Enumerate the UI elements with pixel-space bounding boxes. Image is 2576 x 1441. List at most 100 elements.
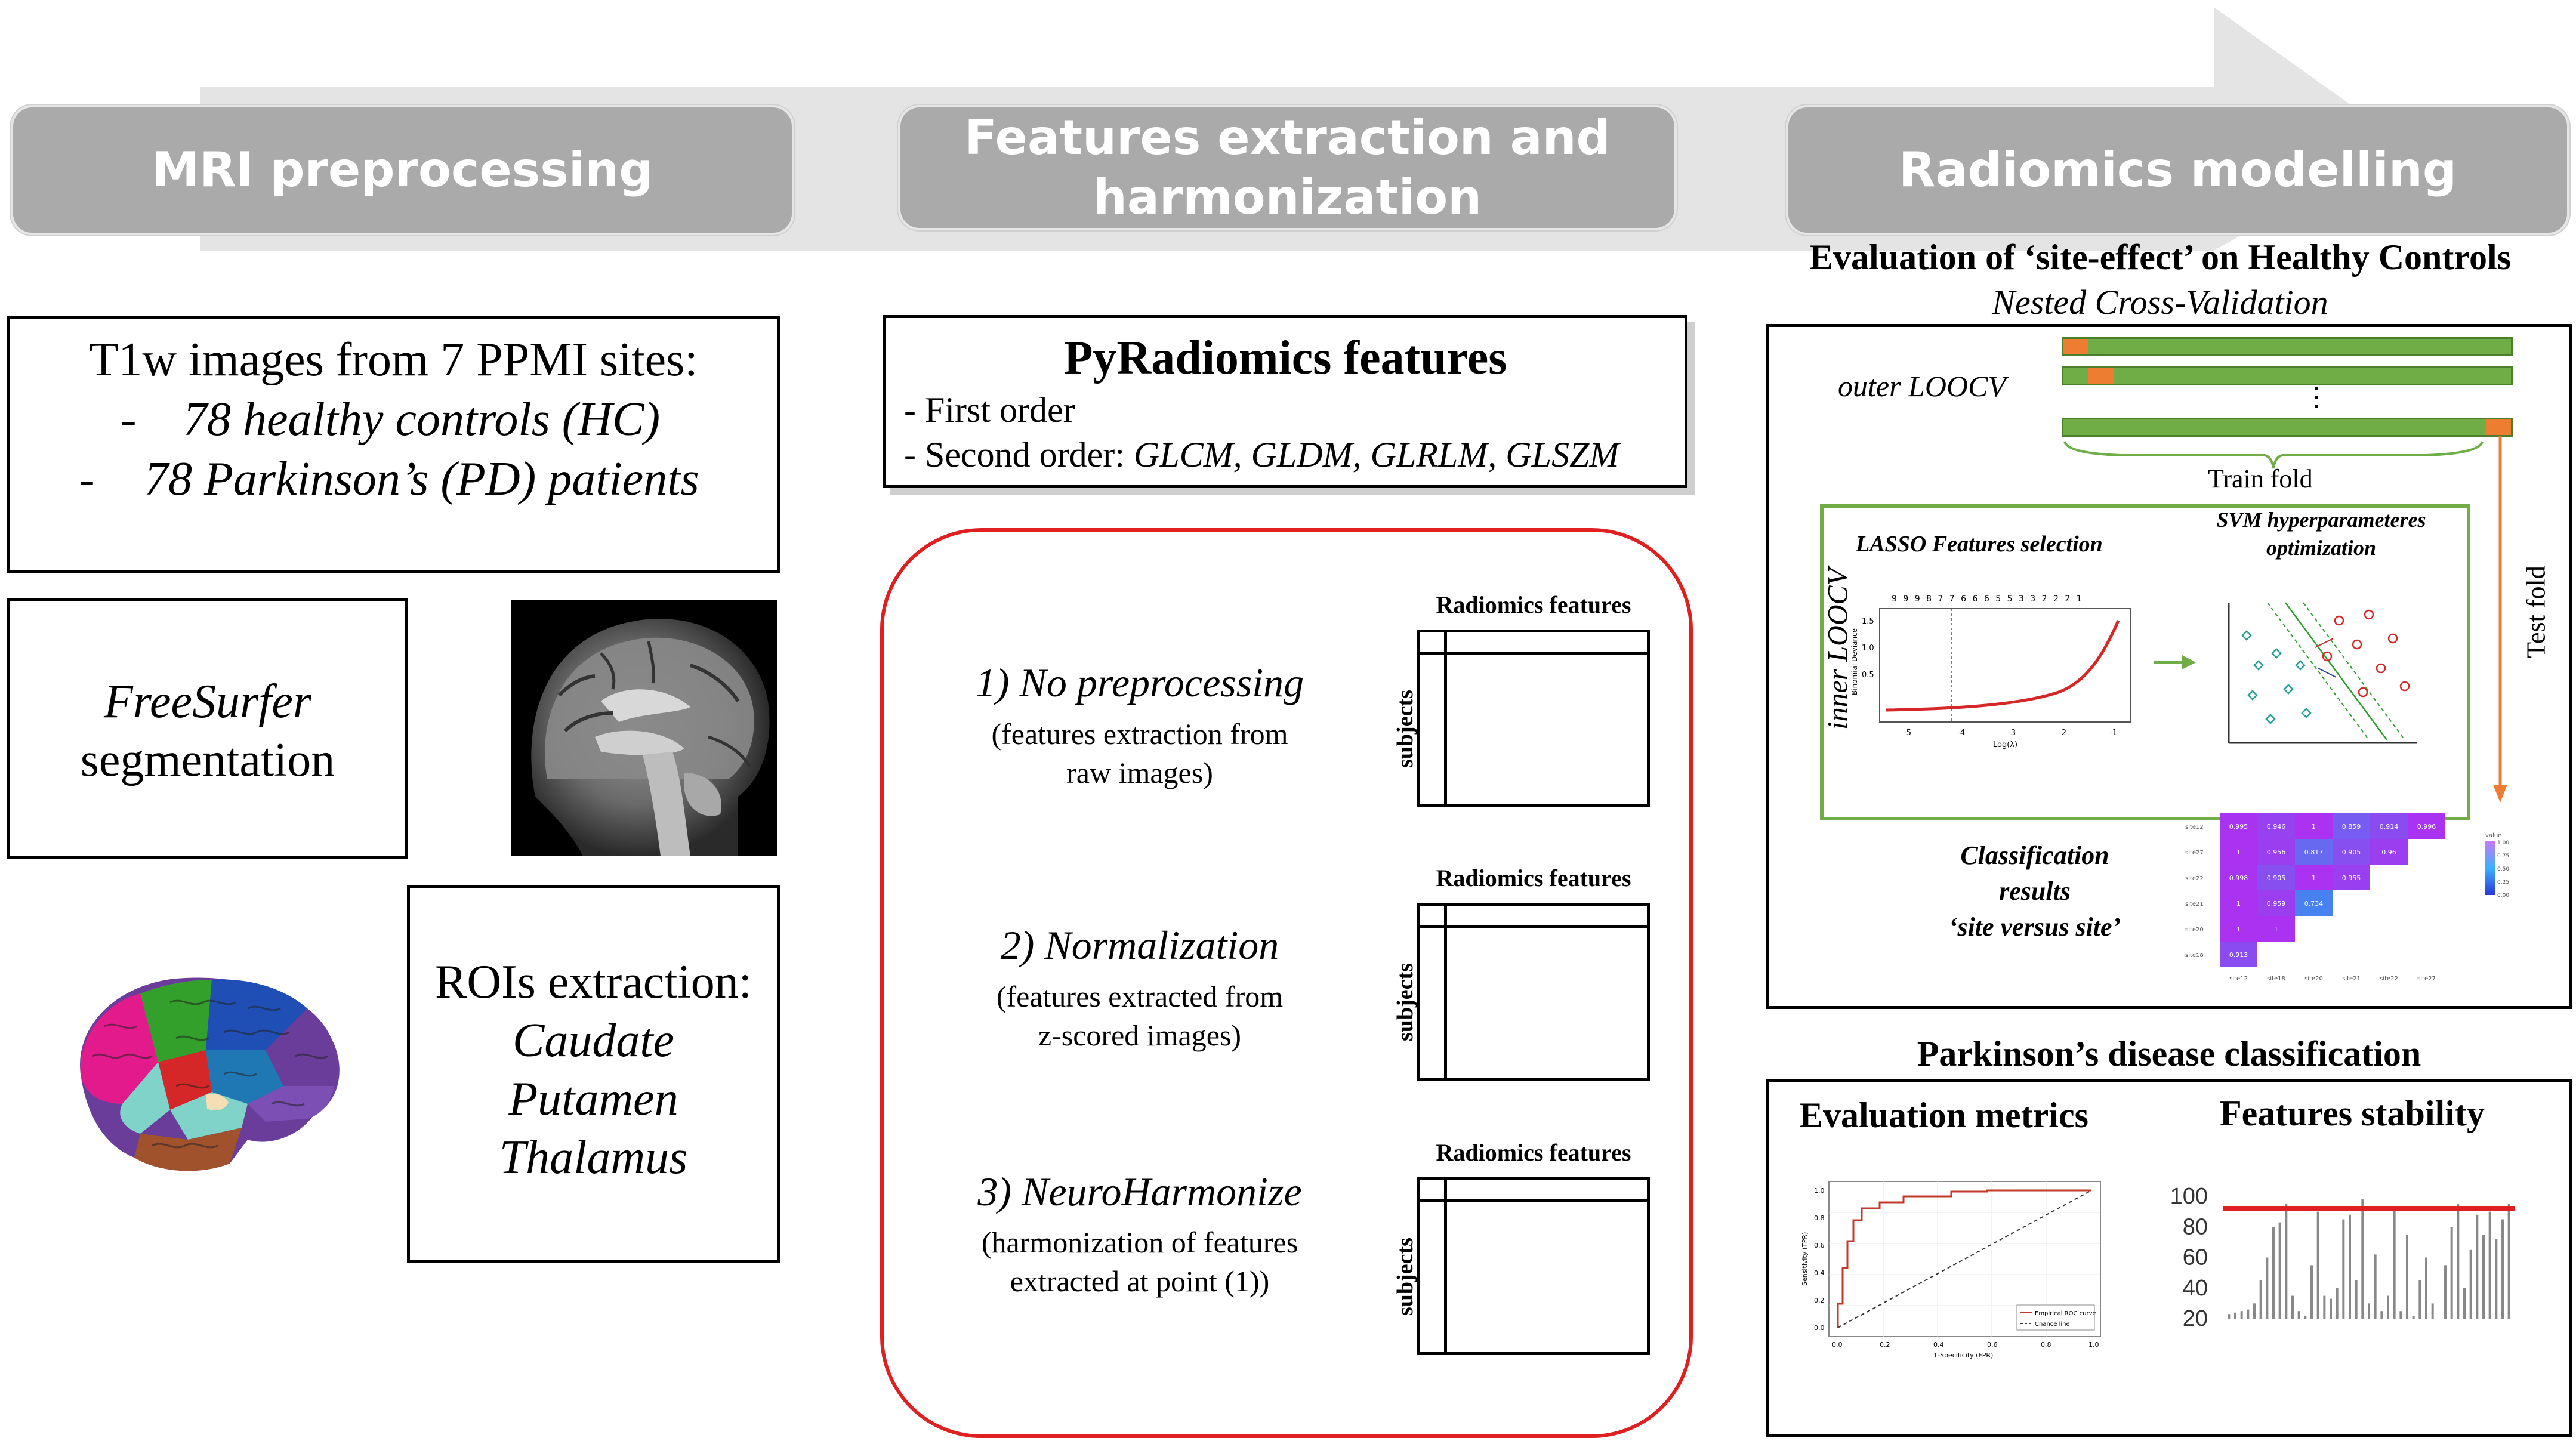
stability-ytick: 20 <box>2183 1306 2208 1331</box>
heatmap-cell <box>2257 865 2295 890</box>
heatmap-legend-tick: 0.50 <box>2497 866 2509 872</box>
pyradiomics-second-order: - Second order: GLCM, GLDM, GLRLM, GLSZM <box>904 434 1619 476</box>
heatmap-legend-tick: 0.00 <box>2497 893 2509 899</box>
heatmap-cell <box>2220 916 2257 942</box>
heatmap-row-label: site22 <box>2185 875 2204 882</box>
heatmap-row-label: site21 <box>2185 901 2204 908</box>
outer-loocv-label: outer LOOCV <box>1838 369 2006 403</box>
roi-extraction-box: ROIs extraction: Caudate Putamen Thalamu… <box>407 885 780 1263</box>
heatmap-cell <box>2295 890 2333 916</box>
heatmap-cell <box>2220 942 2257 967</box>
heatmap-cell-label: 1 <box>2236 900 2241 908</box>
outer-fold-bar-1 <box>2062 337 2513 356</box>
heatmap-cell-label: 1 <box>2312 823 2316 831</box>
outer-fold-bar-3 <box>2062 418 2513 437</box>
heatmap-cell <box>2370 813 2408 839</box>
outer-fold-bar-2 <box>2062 366 2513 385</box>
phase-radiomics-modelling: Radiomics modelling <box>1786 105 2569 235</box>
roi-caudate: Caudate <box>512 1014 675 1067</box>
lasso-xtick-1: -5 <box>1904 729 1911 738</box>
step-2-sub-line2: z-scored images) <box>1038 1019 1242 1052</box>
lasso-to-svm-arrow <box>2154 655 2196 669</box>
phase-mri-preprocessing: MRI preprocessing <box>11 105 794 235</box>
roc-xlabel: 1-Specificity (FPR) <box>1933 1351 1993 1359</box>
outer-fold-test-3 <box>2486 419 2511 435</box>
matrix-3 <box>1417 1177 1650 1355</box>
train-fold-brace <box>2063 441 2484 469</box>
matrix-3-subjects-label: subjects <box>1393 1238 1418 1316</box>
roc-ytick-6: 1.0 <box>1814 1187 1825 1195</box>
heatmap-cell <box>2333 865 2370 890</box>
roi-putamen: Putamen <box>508 1073 678 1125</box>
heatmap-cell-label: 1 <box>2236 848 2241 856</box>
heatmap-cell-label: 0.859 <box>2342 823 2361 831</box>
heatmap-col-label: site27 <box>2417 976 2436 982</box>
heatmap-cell <box>2220 813 2257 839</box>
lasso-ytick-1: 1.5 <box>1862 617 1874 626</box>
heatmap-cell-label: 1 <box>2312 874 2316 882</box>
test-fold-arrow <box>2493 436 2507 803</box>
t1w-bullet-1: - <box>121 393 137 446</box>
stability-ytick: 80 <box>2183 1214 2208 1239</box>
roc-xtick-6: 1.0 <box>2088 1341 2099 1349</box>
train-fold-label: Train fold <box>2208 464 2313 493</box>
roc-ytick-3: 0.4 <box>1814 1269 1825 1277</box>
matrix-1 <box>1417 630 1650 807</box>
heatmap-row-label: site27 <box>2185 850 2204 856</box>
heatmap-cell <box>2220 865 2257 890</box>
roc-xtick-1: 0.0 <box>1832 1341 1843 1349</box>
heatmap-cell <box>2295 865 2333 890</box>
lasso-xlabel: Log(λ) <box>1993 740 2017 749</box>
heatmap-cell-label: 0.96 <box>2381 848 2396 856</box>
heatmap-cell-label: 0.734 <box>2304 900 2324 908</box>
step-3-title: 3) NeuroHarmonize <box>977 1169 1302 1214</box>
heatmap-cell <box>2257 890 2295 916</box>
step-1-sub-line1: (features extraction from <box>991 717 1288 751</box>
segmentation-label: segmentation <box>80 734 335 786</box>
step-1-sub-line2: raw images) <box>1066 756 1213 789</box>
roc-plot: Sensitivity (TPR) 1-Specificity (FPR) 0.… <box>1801 1181 2101 1359</box>
freesurfer-label: FreeSurfer <box>103 675 312 728</box>
step-2-sub-line1: (features extracted from <box>996 980 1284 1013</box>
lasso-title: LASSO Features selection <box>1856 532 2103 557</box>
heatmap-legend-tick: 0.25 <box>2497 880 2509 885</box>
roc-xtick-3: 0.4 <box>1933 1341 1944 1349</box>
roc-ytick-4: 0.6 <box>1814 1242 1825 1249</box>
features-stability-title: Features stability <box>2220 1094 2485 1133</box>
matrix-2-subjects-label: subjects <box>1393 963 1418 1041</box>
roc-legend-chance: Chance line <box>2035 1321 2070 1328</box>
heatmap-cell-label: 1 <box>2274 925 2278 933</box>
heatmap-cell <box>2333 813 2370 839</box>
stability-ytick: 40 <box>2183 1276 2208 1301</box>
matrix-1-subjects-label: subjects <box>1393 690 1418 768</box>
heatmap-col-label: site21 <box>2342 976 2361 982</box>
step-1-title: 1) No preprocessing <box>975 660 1304 705</box>
heatmap-cell-label: 0.998 <box>2229 874 2248 882</box>
heatmap-cell <box>2408 813 2445 839</box>
heatmap-cell <box>2257 813 2295 839</box>
stability-ytick: 60 <box>2183 1245 2208 1270</box>
matrix-3-title: Radiomics features <box>1436 1139 1631 1166</box>
site-effect-panel <box>1766 324 2572 1009</box>
heatmap-col-label: site22 <box>2380 976 2398 982</box>
heatmap-legend-tick: 0.75 <box>2497 853 2509 859</box>
roc-xtick-5: 0.8 <box>2041 1341 2051 1349</box>
heatmap-cell-label: 0.956 <box>2267 848 2286 856</box>
heatmap-cell-label: 0.914 <box>2380 823 2399 831</box>
classification-title-3: ‘site versus site’ <box>1948 912 2121 942</box>
nested-cv-subtitle: Nested Cross-Validation <box>1992 283 2328 322</box>
freesurfer-box: FreeSurfer segmentation <box>7 598 408 859</box>
classification-title-2: results <box>1999 877 2071 906</box>
heatmap-cell-label: 0.996 <box>2417 823 2436 831</box>
pd-classification-title: Parkinson’s disease classification <box>1917 1034 2421 1073</box>
pyradiomics-title: PyRadiomics features <box>1063 332 1507 384</box>
heatmap-cell-label: 0.905 <box>2267 874 2286 882</box>
t1w-item-hc: 78 healthy controls (HC) <box>183 393 661 446</box>
outer-fold-test-2 <box>2088 368 2114 384</box>
outer-fold-test-1 <box>2063 339 2088 354</box>
roi-thalamus: Thalamus <box>499 1131 688 1184</box>
heatmap-col-label: site20 <box>2304 976 2323 982</box>
heatmap-cell-label: 0.946 <box>2267 823 2286 831</box>
test-fold-label: Test fold <box>2521 566 2551 658</box>
